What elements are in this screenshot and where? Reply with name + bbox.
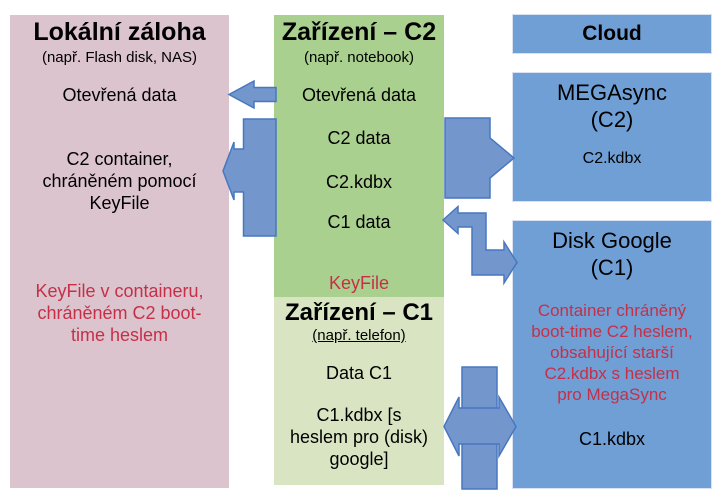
local-backup-panel [10, 15, 229, 488]
c1-diskgoogle-connector-bar [461, 366, 498, 490]
device-c1-subtitle: (např. telefon) [312, 327, 406, 344]
local-keyfile-warning: KeyFile v containeru, chráněném C2 boot-… [35, 281, 204, 345]
disk-google-file-label: C1.kdbx [578, 429, 646, 449]
device-c2-subtitle: (např. notebook) [303, 49, 415, 66]
cloud-header-label: Cloud [582, 22, 642, 45]
diskgoogle-c2-bent-arrow [441, 204, 518, 286]
device-c1-data-label: Data C1 [325, 363, 393, 383]
device-c2-open-data-label: Otevřená data [301, 85, 417, 105]
local-open-data-label: Otevřená data [62, 85, 177, 105]
c1-diskgoogle-double-arrow [443, 394, 517, 459]
cloud-header-box [512, 14, 712, 54]
device-c1-panel [274, 297, 444, 485]
device-c2-title: Zařízení – C2 [281, 18, 437, 46]
device-c2-keyfile-label: KeyFile [328, 273, 390, 293]
c2-to-local-container-arrow [222, 118, 277, 237]
local-backup-subtitle: (např. Flash disk, NAS) [41, 49, 198, 66]
megasync-file-label: C2.kdbx [582, 150, 642, 167]
device-c1-kdbx-label: C1.kdbx [s heslem pro (disk) google] [289, 405, 429, 469]
disk-google-warning: Container chráněný boot-time C2 heslem, … [531, 301, 693, 404]
disk-google-title: Disk Google (C1) [552, 228, 672, 280]
disk-google-box [512, 220, 712, 489]
local-container-note: C2 container, chráněném pomocí KeyFile [42, 149, 197, 213]
megasync-title: MEGAsync (C2) [556, 80, 668, 132]
c2-to-local-open-data-arrow [227, 79, 277, 110]
device-c2-panel [274, 15, 444, 297]
device-c2-kdbx-label: C2.kdbx [325, 172, 393, 192]
c2-to-megasync-arrow [444, 117, 516, 199]
local-backup-title: Lokální záloha [33, 18, 206, 46]
device-c1-title: Zařízení – C1 [284, 299, 434, 326]
device-c2-c1-data-label: C1 data [327, 212, 391, 232]
device-c2-data-label: C2 data [327, 128, 391, 148]
